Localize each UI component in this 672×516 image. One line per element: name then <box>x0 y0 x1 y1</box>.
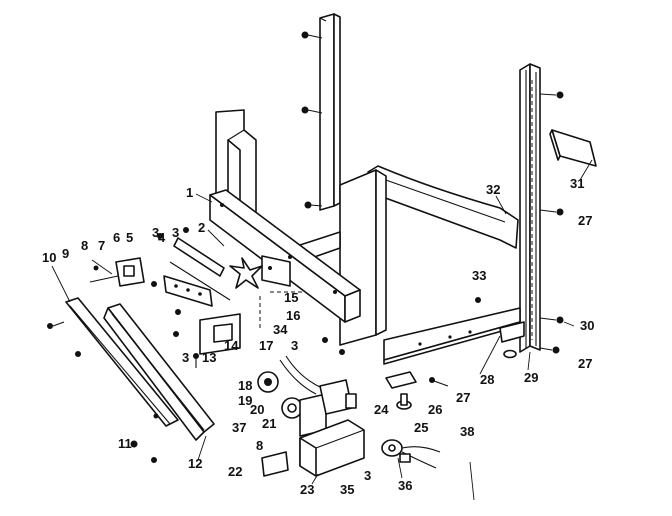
callout-label: 24 <box>374 402 389 417</box>
callout-label: 15 <box>284 290 298 305</box>
callout-label: 8 <box>81 238 88 253</box>
center-upright-rail <box>319 13 341 211</box>
corner-bracket <box>549 129 597 167</box>
callout-label: 32 <box>486 182 500 197</box>
callout-label: 3 <box>172 225 179 240</box>
callout-label: 20 <box>250 402 264 417</box>
switch-bracket <box>163 275 213 307</box>
rail-screws-right <box>539 91 564 354</box>
callout-label: 13 <box>202 350 216 365</box>
leader-lines <box>51 159 593 485</box>
latch-rod <box>169 237 231 301</box>
callout-label: 18 <box>238 378 252 393</box>
terminal-block <box>381 439 441 469</box>
callout-label: 29 <box>524 370 538 385</box>
callout-label: 12 <box>188 456 202 471</box>
front-cross-member <box>209 189 361 323</box>
top-brace <box>367 165 519 249</box>
rail-screws-top <box>301 31 323 209</box>
callout-label: 27 <box>578 356 592 371</box>
callout-label: 38 <box>460 424 474 439</box>
callout-label: 4 <box>158 230 166 245</box>
junction-box <box>299 419 365 477</box>
callout-label: 7 <box>98 238 105 253</box>
door-switch <box>89 257 145 287</box>
callout-label: 25 <box>414 420 428 435</box>
front-kick-panel <box>383 307 521 365</box>
callout-label: 33 <box>472 268 486 283</box>
solenoid <box>319 379 357 415</box>
callout-label: 10 <box>42 250 56 265</box>
callout-label: 3 <box>152 225 159 240</box>
callout-label: 3 <box>291 338 298 353</box>
callout-label: 2 <box>198 220 205 235</box>
callout-label: 8 <box>256 438 263 453</box>
callout-label: 28 <box>480 372 494 387</box>
callout-label: 26 <box>428 402 442 417</box>
callout-label: 1 <box>186 185 193 200</box>
valve-assembly <box>281 393 327 437</box>
hinge-plate <box>261 255 291 287</box>
lower-access-panel <box>103 303 215 441</box>
panel-screws <box>47 321 159 463</box>
right-foot <box>499 321 525 359</box>
callout-label: 9 <box>62 246 69 261</box>
callout-label: 27 <box>456 390 470 405</box>
mount-bracket-22 <box>261 451 289 477</box>
callout-label: 21 <box>262 416 276 431</box>
callout-label: 16 <box>286 308 300 323</box>
callout-label: 37 <box>232 420 246 435</box>
callout-label: 14 <box>224 338 239 353</box>
right-side-rail <box>519 63 541 353</box>
star-knob <box>229 257 263 289</box>
hose-bracket <box>279 355 323 395</box>
foot-bracket <box>385 371 417 389</box>
callout-label: 22 <box>228 464 242 479</box>
pressure-switch <box>257 371 279 393</box>
callout-labels: 1 2 3 3 3 3 3 4 5 6 7 8 8 9 10 11 12 13 … <box>42 176 594 497</box>
callout-label: 23 <box>300 482 314 497</box>
wire-lead <box>469 461 475 501</box>
callout-label: 3 <box>182 350 189 365</box>
callout-label: 34 <box>273 322 288 337</box>
callout-label: 30 <box>580 318 594 333</box>
callout-label: 3 <box>364 468 371 483</box>
callout-label: 5 <box>126 230 133 245</box>
callout-label: 35 <box>340 482 354 497</box>
callout-label: 31 <box>570 176 584 191</box>
cover-plate <box>199 313 241 355</box>
callout-label: 27 <box>578 213 592 228</box>
callout-label: 11 <box>118 436 132 451</box>
small-screws <box>151 227 481 387</box>
callout-label: 6 <box>113 230 120 245</box>
callout-label: 36 <box>398 478 412 493</box>
leveling-foot <box>396 393 412 410</box>
callout-label: 19 <box>238 393 252 408</box>
door-trim-strip <box>65 297 179 427</box>
callout-label: 17 <box>259 338 273 353</box>
